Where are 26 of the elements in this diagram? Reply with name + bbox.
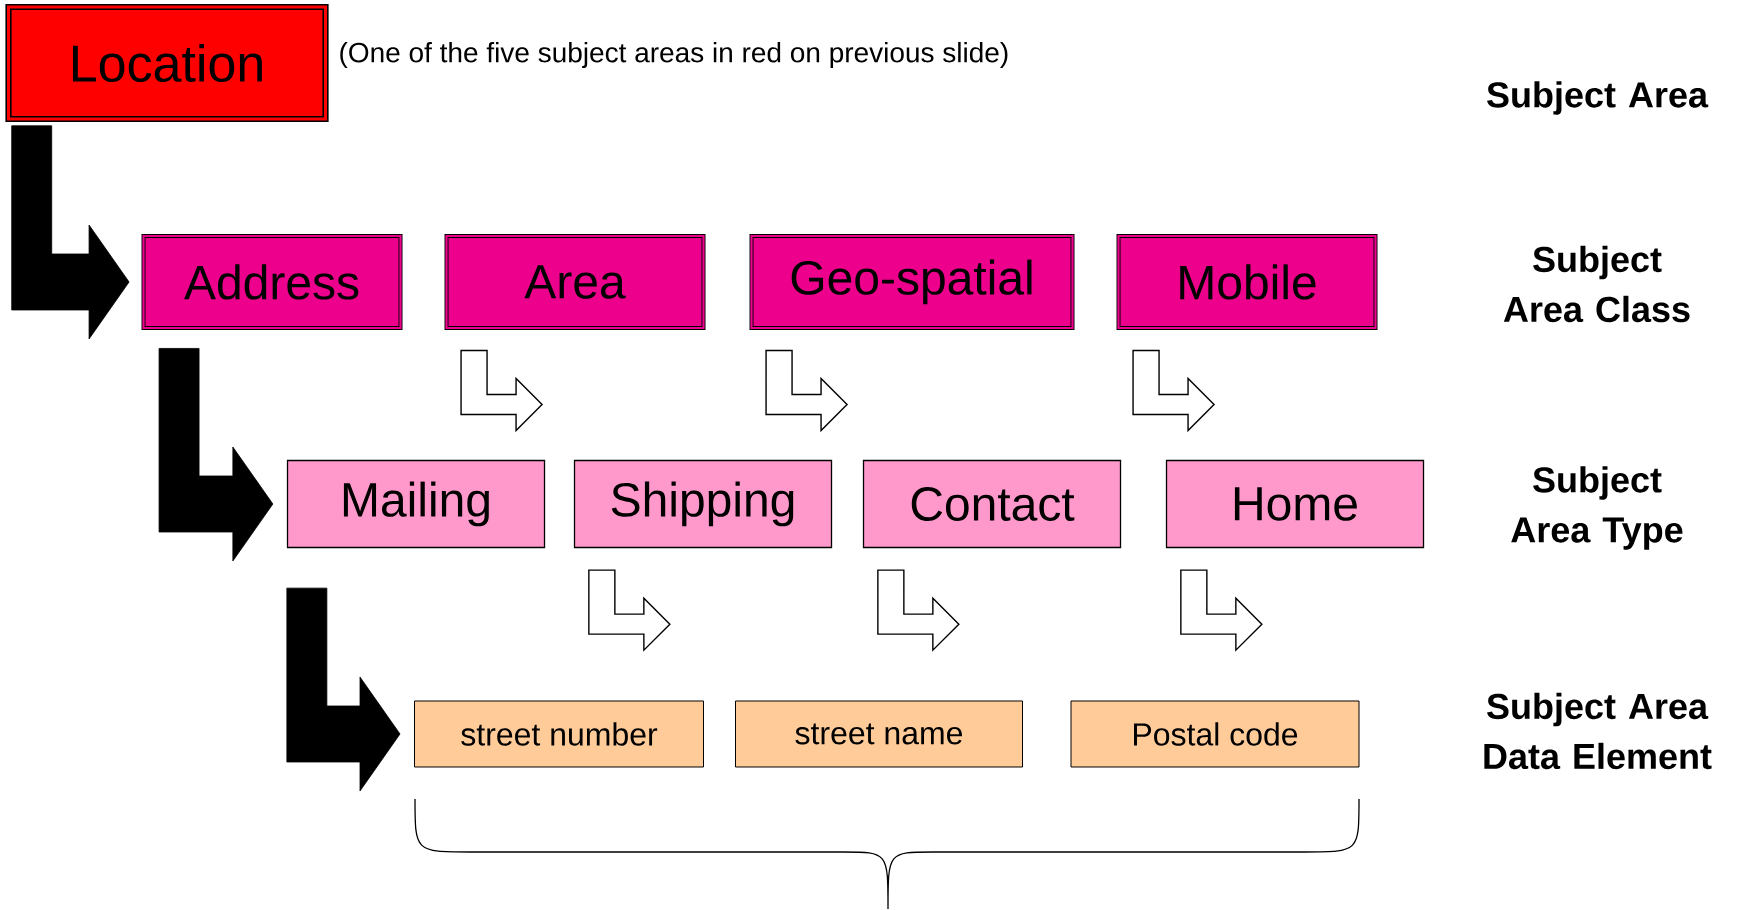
level-label: Subject Area Type [1511,466,1683,550]
level-label: Subject Area Data Element [1484,692,1712,770]
block-arrow [286,587,401,792]
type-box: Shipping [573,459,833,549]
hollow-arrow [877,569,960,652]
data-element-box: street name [735,700,1023,768]
hollow-arrow [765,349,849,433]
hollow-arrow [460,349,544,433]
type-box: Contact [862,459,1122,549]
hollow-arrow [1132,349,1216,433]
level-label: Subject Area [1487,81,1709,115]
type-box: Home [1165,459,1425,549]
level-label: Subject Area Class [1503,245,1690,323]
class-box: Mobile [1116,234,1378,330]
block-arrow [158,348,274,562]
data-element-box: street number [414,700,704,768]
note-text: (One of the five subject areas in red on previous slide) [340,41,1008,69]
class-box: Geo-spatial [749,234,1075,330]
type-box: Mailing [286,459,546,549]
data-element-box: Postal code [1070,700,1360,768]
subject-area-box: Location [5,3,329,123]
block-arrow [11,125,130,340]
hollow-arrow [588,569,671,652]
hollow-arrow [1180,569,1263,652]
class-box: Area [444,234,706,330]
class-box: Address [141,234,403,330]
